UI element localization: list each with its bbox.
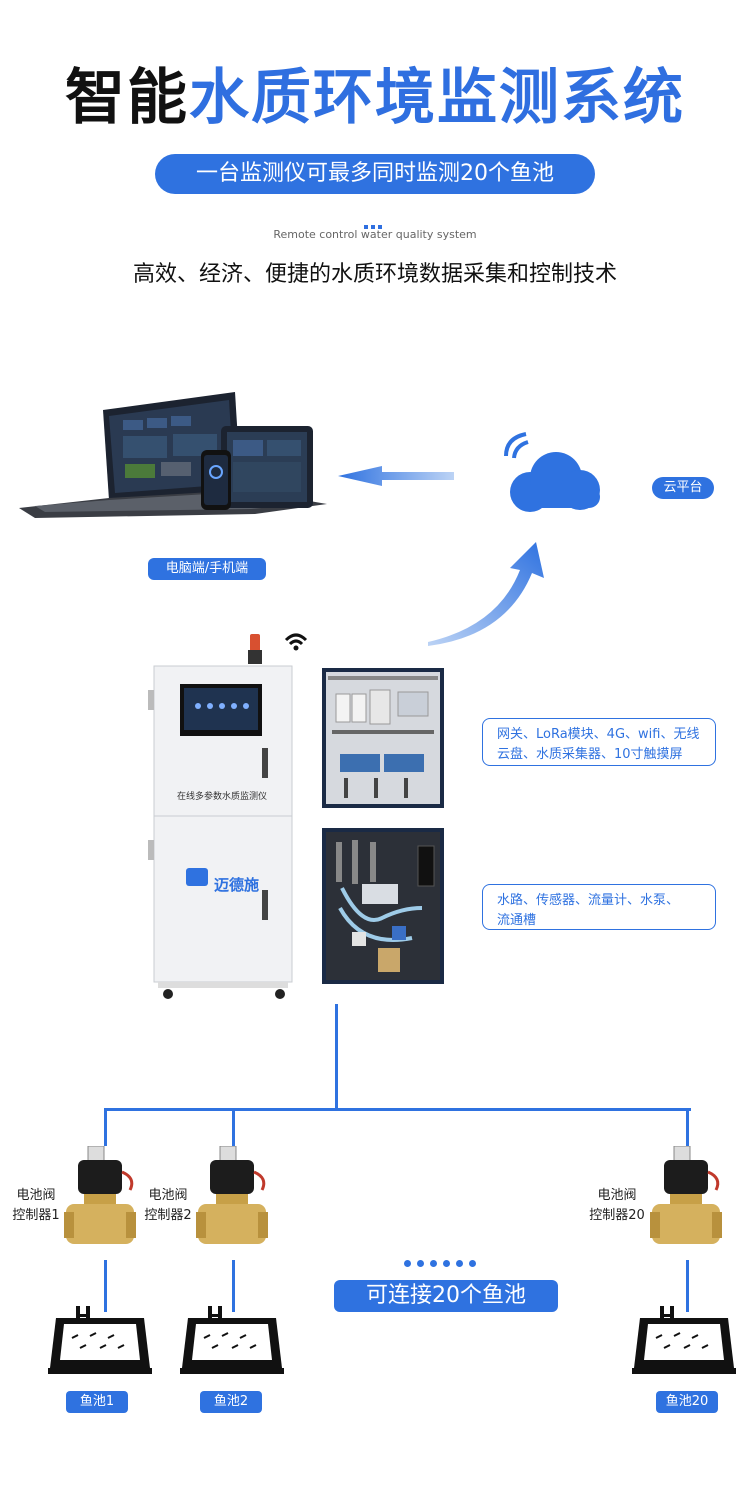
title-dark-part: 智能	[65, 63, 189, 133]
pool-badge-2: 鱼池2	[200, 1391, 262, 1413]
monitor-name-label: 在线多参数水质监测仪	[176, 792, 267, 802]
more-dots-decoration	[404, 1252, 494, 1267]
pool-badge-20: 鱼池20	[656, 1391, 718, 1413]
solenoid-valve-icon-20	[650, 1146, 722, 1244]
valve-label-20: 电池阀 控制器20	[584, 1186, 650, 1226]
pc-mobile-badge: 电脑端/手机端	[148, 558, 266, 580]
page-title: 智能水质环境监测系统	[0, 58, 750, 138]
title-blue-part: 水质环境监测系统	[189, 63, 685, 133]
cloud-icon	[504, 432, 600, 512]
valve-label-1-line1: 电池阀	[16, 1188, 56, 1203]
valve-label-2: 电池阀 控制器2	[138, 1186, 198, 1226]
tagline: 高效、经济、便捷的水质环境数据采集和控制技术	[132, 262, 617, 287]
pool-line-1	[104, 1260, 107, 1312]
fish-pool-icon-1	[48, 1306, 152, 1374]
laptop-tablet-phone-illustration	[19, 392, 327, 518]
fish-pool-icon-20	[632, 1306, 736, 1374]
panel2-desc-line1: 水路、传感器、流量计、水泵、	[497, 893, 680, 908]
valve-label-1-line2: 控制器1	[12, 1208, 60, 1223]
valve-label-20-line1: 电池阀	[597, 1188, 637, 1203]
panel2-info-box: 水路、传感器、流量计、水泵、 流通槽	[482, 884, 716, 930]
pool-line-2	[232, 1260, 235, 1312]
solenoid-valve-icon-2	[196, 1146, 268, 1244]
pool-line-20	[686, 1260, 689, 1312]
panel1-desc-line2: 云盘、水质采集器、10寸触摸屏	[497, 747, 683, 762]
drop-line-2	[232, 1108, 235, 1146]
valve-label-2-line2: 控制器2	[144, 1208, 192, 1223]
water-path-panel-photo	[322, 828, 444, 984]
arrow-left-icon	[338, 466, 454, 486]
curved-arrow-up-icon	[428, 542, 544, 646]
panel2-desc-line2: 流通槽	[497, 913, 537, 928]
connect-pools-pill: 可连接20个鱼池	[334, 1280, 558, 1312]
pool-badge-1: 鱼池1	[66, 1391, 128, 1413]
fish-pool-icon-2	[180, 1306, 284, 1374]
solenoid-valve-icon-1	[64, 1146, 136, 1244]
branch-line	[104, 1108, 691, 1111]
panel1-info-box: 网关、LoRa模块、4G、wifi、无线 云盘、水质采集器、10寸触摸屏	[482, 718, 716, 766]
drop-line-20	[686, 1108, 689, 1146]
control-panel-photo	[322, 668, 444, 808]
valve-label-2-line1: 电池阀	[148, 1188, 188, 1203]
brand-logo-text: 迈德施	[214, 876, 260, 894]
water-quality-monitor-cabinet	[148, 633, 308, 999]
dots-decoration	[364, 214, 386, 229]
panel1-desc-line1: 网关、LoRa模块、4G、wifi、无线	[497, 727, 700, 742]
valve-label-20-line2: 控制器20	[589, 1208, 645, 1223]
drop-line-1	[104, 1108, 107, 1146]
subtitle-pill: 一台监测仪可最多同时监测20个鱼池	[155, 154, 595, 194]
valve-label-1: 电池阀 控制器1	[6, 1186, 66, 1226]
english-subtitle: Remote control water quality system	[273, 228, 477, 241]
trunk-line	[335, 1004, 338, 1110]
cloud-platform-badge: 云平台	[652, 477, 714, 499]
